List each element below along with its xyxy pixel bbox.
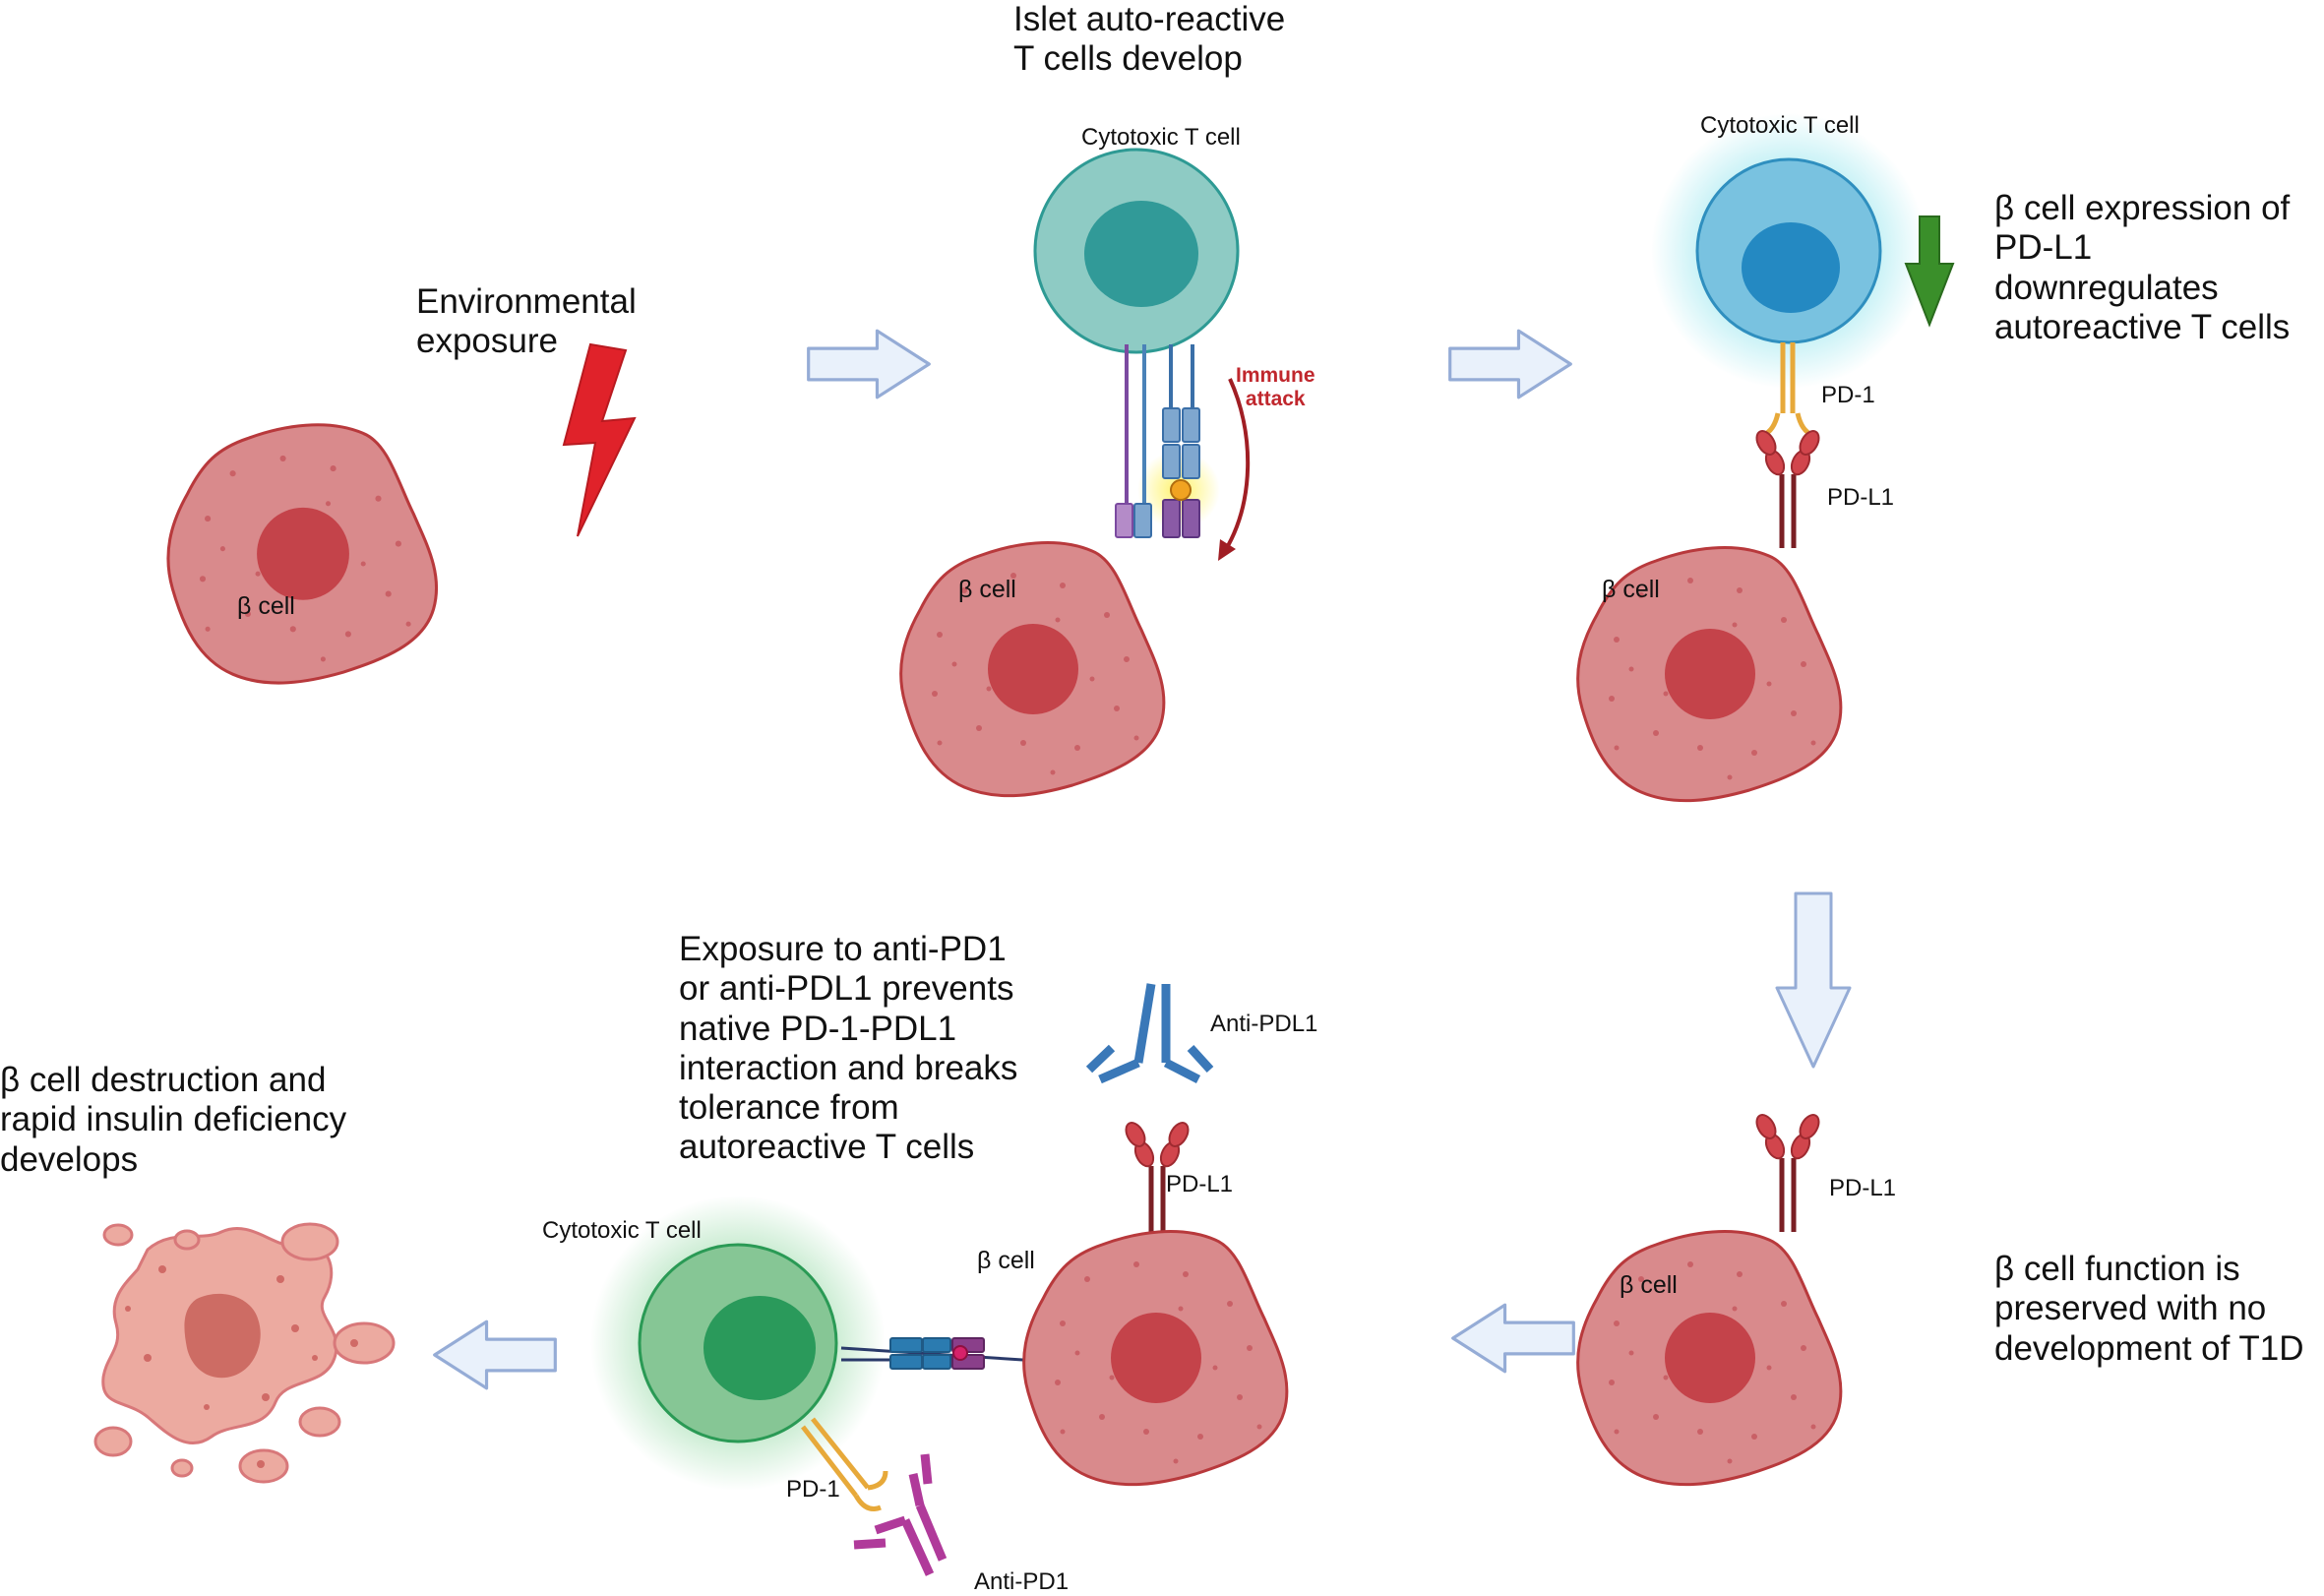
p1-beta-label: β cell bbox=[237, 592, 295, 620]
p5-caption: Exposure to anti-PD1 or anti-PDL1 preven… bbox=[679, 930, 1018, 1167]
p1-caption: Environmental exposure bbox=[416, 282, 637, 361]
p3-pd1-label: PD-1 bbox=[1821, 382, 1875, 408]
p5-tcell-label: Cytotoxic T cell bbox=[542, 1217, 702, 1244]
p5-beta-label: β cell bbox=[977, 1247, 1035, 1274]
p4-pdl1-label: PD-L1 bbox=[1829, 1175, 1897, 1201]
p2-caption: Islet auto-reactive T cells develop bbox=[1013, 0, 1286, 79]
beta-cell-2 bbox=[899, 541, 1166, 798]
beta-cell-4 bbox=[1576, 1230, 1843, 1487]
p4-caption: β cell function is preserved with no dev… bbox=[1994, 1250, 2304, 1368]
anti-pdl1-antibody bbox=[1085, 983, 1214, 1084]
p5-anti-pdl1-label: Anti-PDL1 bbox=[1210, 1011, 1318, 1037]
p6-caption: β cell destruction and rapid insulin def… bbox=[0, 1061, 347, 1179]
arrow-left-2 bbox=[435, 1321, 556, 1388]
down-arrow-icon bbox=[1904, 215, 1955, 328]
tcell-teal-nucleus bbox=[1084, 201, 1198, 307]
p5-anti-pd1-label: Anti-PD1 bbox=[974, 1568, 1070, 1595]
arrow-right-2 bbox=[1450, 331, 1571, 398]
p5-pd1-label: PD-1 bbox=[786, 1476, 840, 1503]
pdl1-receptor-p3 bbox=[1753, 428, 1823, 548]
pdl1-receptor-p4 bbox=[1753, 1112, 1823, 1232]
tcell-green-nucleus bbox=[703, 1296, 816, 1400]
p3-tcell-label: Cytotoxic T cell bbox=[1700, 112, 1860, 139]
beta-cell-5 bbox=[1022, 1230, 1289, 1487]
p2-tcell-label: Cytotoxic T cell bbox=[1081, 124, 1241, 151]
lightning-icon bbox=[562, 342, 637, 537]
destroyed-beta-cell bbox=[93, 1222, 396, 1484]
p2-beta-label: β cell bbox=[958, 576, 1016, 603]
p3-caption: β cell expression of PD-L1 downregulates… bbox=[1994, 189, 2291, 346]
immune-attack-arrowhead bbox=[1218, 539, 1236, 561]
immune-attack-arrow bbox=[1223, 378, 1251, 553]
p5-pdl1-label: PD-L1 bbox=[1166, 1171, 1234, 1197]
anti-pd1-antibody bbox=[853, 1453, 948, 1576]
p3-beta-label: β cell bbox=[1602, 576, 1660, 603]
pd1-receptor-p5 bbox=[801, 1417, 888, 1511]
p2-attack-label: Immune attack bbox=[1236, 364, 1315, 411]
tcr-complex bbox=[1115, 344, 1200, 538]
p4-beta-label: β cell bbox=[1620, 1271, 1678, 1299]
arrow-left-1 bbox=[1453, 1305, 1574, 1372]
p3-pdl1-label: PD-L1 bbox=[1827, 484, 1895, 511]
arrow-down bbox=[1775, 891, 1852, 1069]
arrow-right-1 bbox=[809, 331, 930, 398]
beta-cell-1 bbox=[166, 423, 439, 685]
tcell-blue-nucleus bbox=[1742, 222, 1840, 313]
tcr-horizontal bbox=[840, 1337, 1039, 1370]
